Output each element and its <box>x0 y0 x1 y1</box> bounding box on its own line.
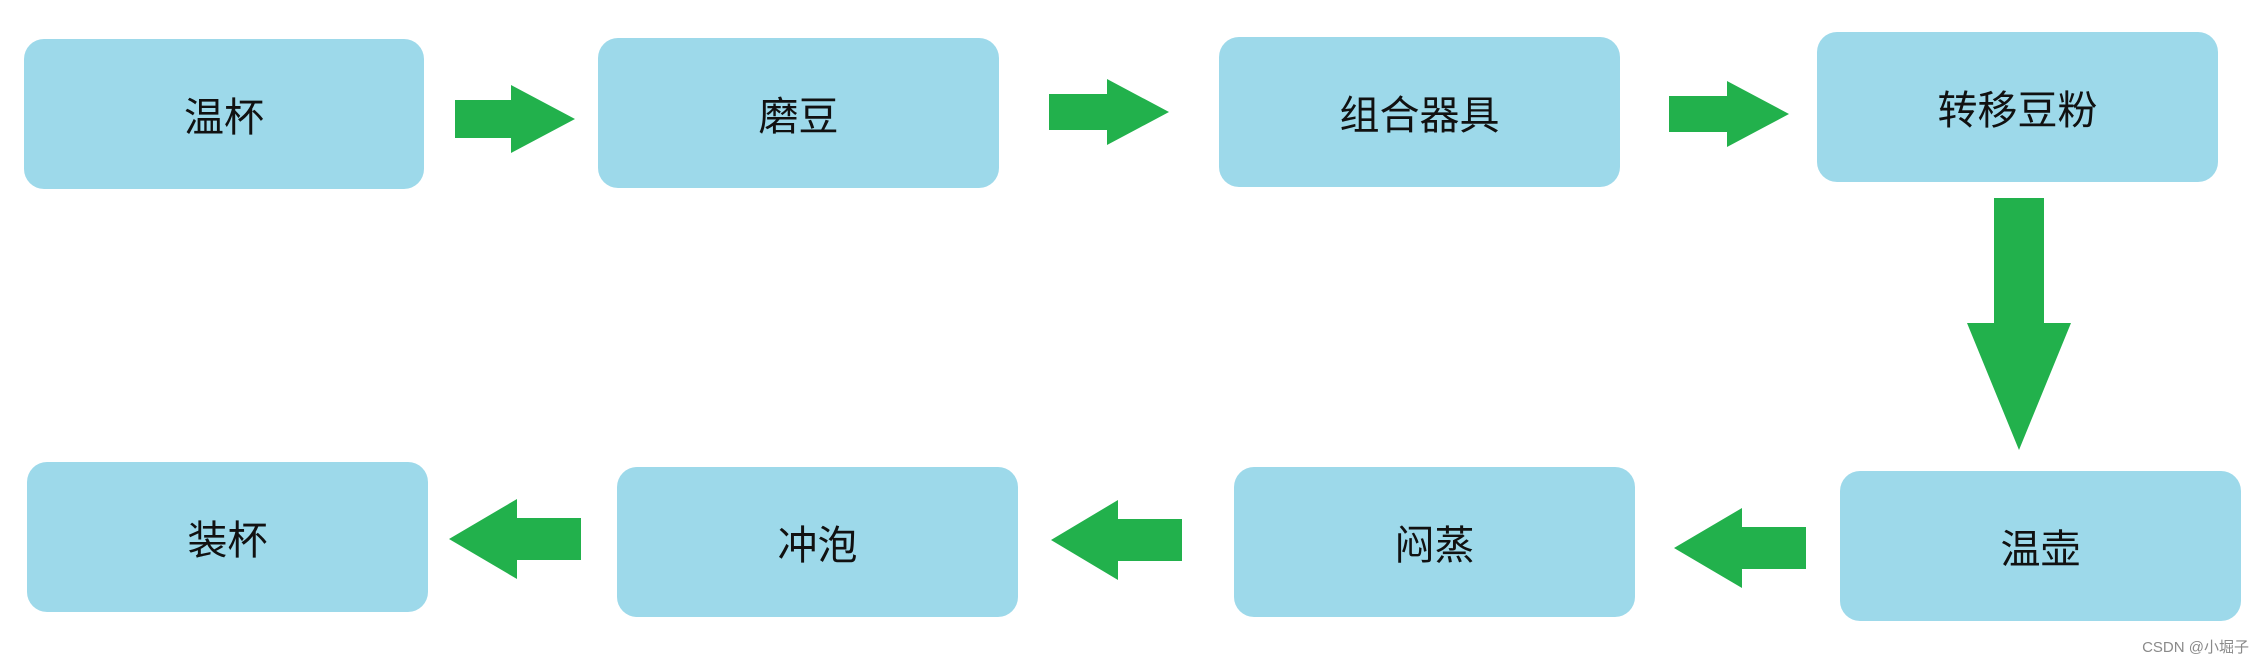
step-grind-beans: 磨豆 <box>598 38 999 188</box>
step-label: 温壶 <box>2000 527 2081 573</box>
watermark: CSDN @小堀子 <box>2142 639 2249 656</box>
step-brew: 冲泡 <box>617 467 1018 617</box>
step-label: 转移豆粉 <box>1937 88 2098 134</box>
arrow-left-icon <box>1051 500 1182 580</box>
arrow-left-icon <box>449 499 581 579</box>
arrow-left-icon <box>1674 508 1806 588</box>
step-warm-cup: 温杯 <box>24 39 424 189</box>
step-warm-pot: 温壶 <box>1840 471 2241 621</box>
step-label: 冲泡 <box>777 523 858 569</box>
arrow-down-icon <box>1967 198 2071 450</box>
step-label: 闷蒸 <box>1394 523 1475 569</box>
step-assemble-equipment: 组合器具 <box>1219 37 1620 187</box>
step-label: 组合器具 <box>1339 93 1500 139</box>
arrow-right-icon <box>1669 81 1789 147</box>
step-label: 温杯 <box>184 95 264 141</box>
step-label: 磨豆 <box>758 94 839 140</box>
step-transfer-grounds: 转移豆粉 <box>1817 32 2218 182</box>
arrow-right-icon <box>455 85 575 153</box>
arrow-right-icon <box>1049 79 1169 145</box>
step-serve: 装杯 <box>27 462 428 612</box>
step-label: 装杯 <box>187 518 268 564</box>
step-bloom: 闷蒸 <box>1234 467 1635 617</box>
